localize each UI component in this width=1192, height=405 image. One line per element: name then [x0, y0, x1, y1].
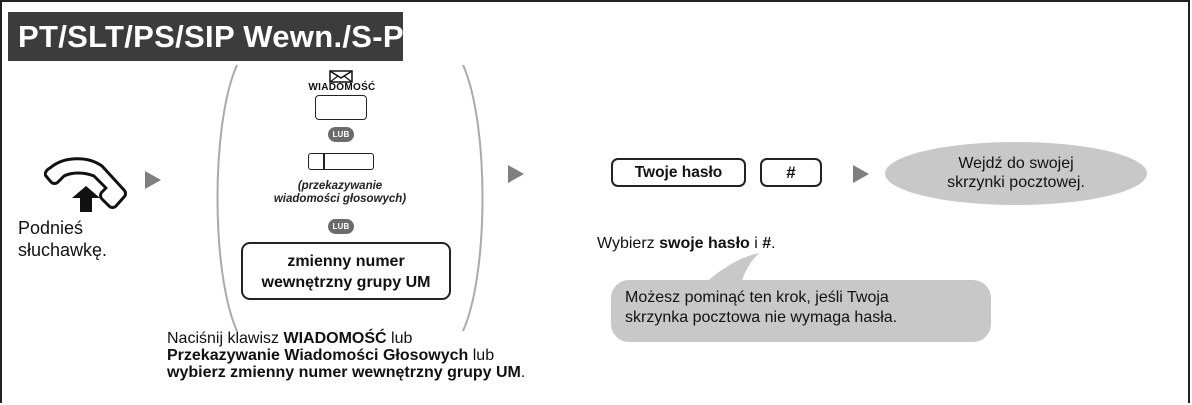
offhook-caption: Podnieś słuchawkę. — [18, 217, 168, 261]
hash-key[interactable]: # — [760, 158, 822, 187]
offhook-caption-line1: Podnieś — [18, 218, 84, 238]
password-caption-post: . — [771, 235, 776, 252]
message-key[interactable] — [315, 95, 367, 120]
select-caption-line3-bold: wybierz zmienny numer wewnętrzny grupy U… — [167, 364, 521, 381]
vm-transfer-caption-line1: (przekazywanie — [297, 180, 383, 192]
result-line1: Wejdź do swojej — [958, 155, 1074, 172]
result-line2: skrzynki pocztowej. — [947, 174, 1085, 191]
right-parenthesis — [462, 64, 484, 332]
select-caption-line3-post: . — [520, 364, 526, 381]
flow-arrow-2 — [508, 165, 524, 183]
note-line2: skrzynka pocztowa nie wymaga hasła. — [625, 309, 898, 326]
password-key[interactable]: Twoje hasło — [611, 158, 746, 187]
um-group-extension-key[interactable]: zmienny numer wewnętrzny grupy UM — [241, 242, 451, 300]
flow-arrow-3 — [853, 165, 869, 183]
vm-transfer-caption: (przekazywanie wiadomości głosowych) — [232, 180, 448, 206]
vm-transfer-key[interactable] — [308, 153, 374, 170]
note-bubble-tail — [703, 253, 759, 285]
handset-icon — [44, 157, 127, 212]
note-line1: Możesz pominąć ten krok, jeśli Twoja — [625, 289, 889, 306]
select-caption-line1-pre: Naciśnij klawisz — [167, 330, 284, 347]
select-caption-line3: wybierz zmienny numer wewnętrzny grupy U… — [167, 364, 687, 381]
password-caption-bold2: # — [762, 235, 772, 252]
select-caption-line1-post: lub — [386, 330, 413, 347]
vm-transfer-key-divider — [323, 153, 325, 169]
password-caption-bold1: swoje hasło — [659, 235, 750, 252]
select-caption-line2-post: lub — [468, 347, 495, 364]
left-parenthesis — [216, 64, 238, 332]
um-extension-line1: zmienny numer — [287, 253, 405, 270]
select-caption-line2: Przekazywanie Wiadomości Głosowych lub — [167, 347, 687, 364]
select-caption-line1: Naciśnij klawisz WIADOMOŚĆ lub — [167, 330, 687, 347]
vm-transfer-caption-line2: wiadomości głosowych) — [273, 193, 407, 205]
or-badge: LUB — [328, 219, 354, 234]
flow-arrow-1 — [145, 171, 161, 189]
note-bubble: Możesz pominąć ten krok, jeśli Twoja skr… — [611, 280, 991, 342]
password-caption: Wybierz swoje hasło i #. — [597, 234, 927, 254]
page-title: PT/SLT/PS/SIP Wewn./S-PS — [8, 12, 425, 61]
select-caption: Naciśnij klawisz WIADOMOŚĆ lub Przekazyw… — [167, 330, 687, 381]
envelope-icon — [329, 70, 353, 83]
result-oval: Wejdź do swojej skrzynki pocztowej. — [885, 142, 1147, 205]
um-extension-line2: wewnętrzny grupy UM — [261, 274, 431, 291]
or-badge: LUB — [328, 127, 354, 142]
select-caption-line1-bold: WIADOMOŚĆ — [283, 330, 387, 347]
password-caption-pre: Wybierz — [597, 235, 660, 252]
message-key-label: WIADOMOŚĆ — [308, 82, 376, 93]
select-caption-line2-bold: Przekazywanie Wiadomości Głosowych — [167, 347, 469, 364]
offhook-caption-line2: słuchawkę. — [18, 240, 108, 260]
password-caption-mid: i — [749, 235, 763, 252]
